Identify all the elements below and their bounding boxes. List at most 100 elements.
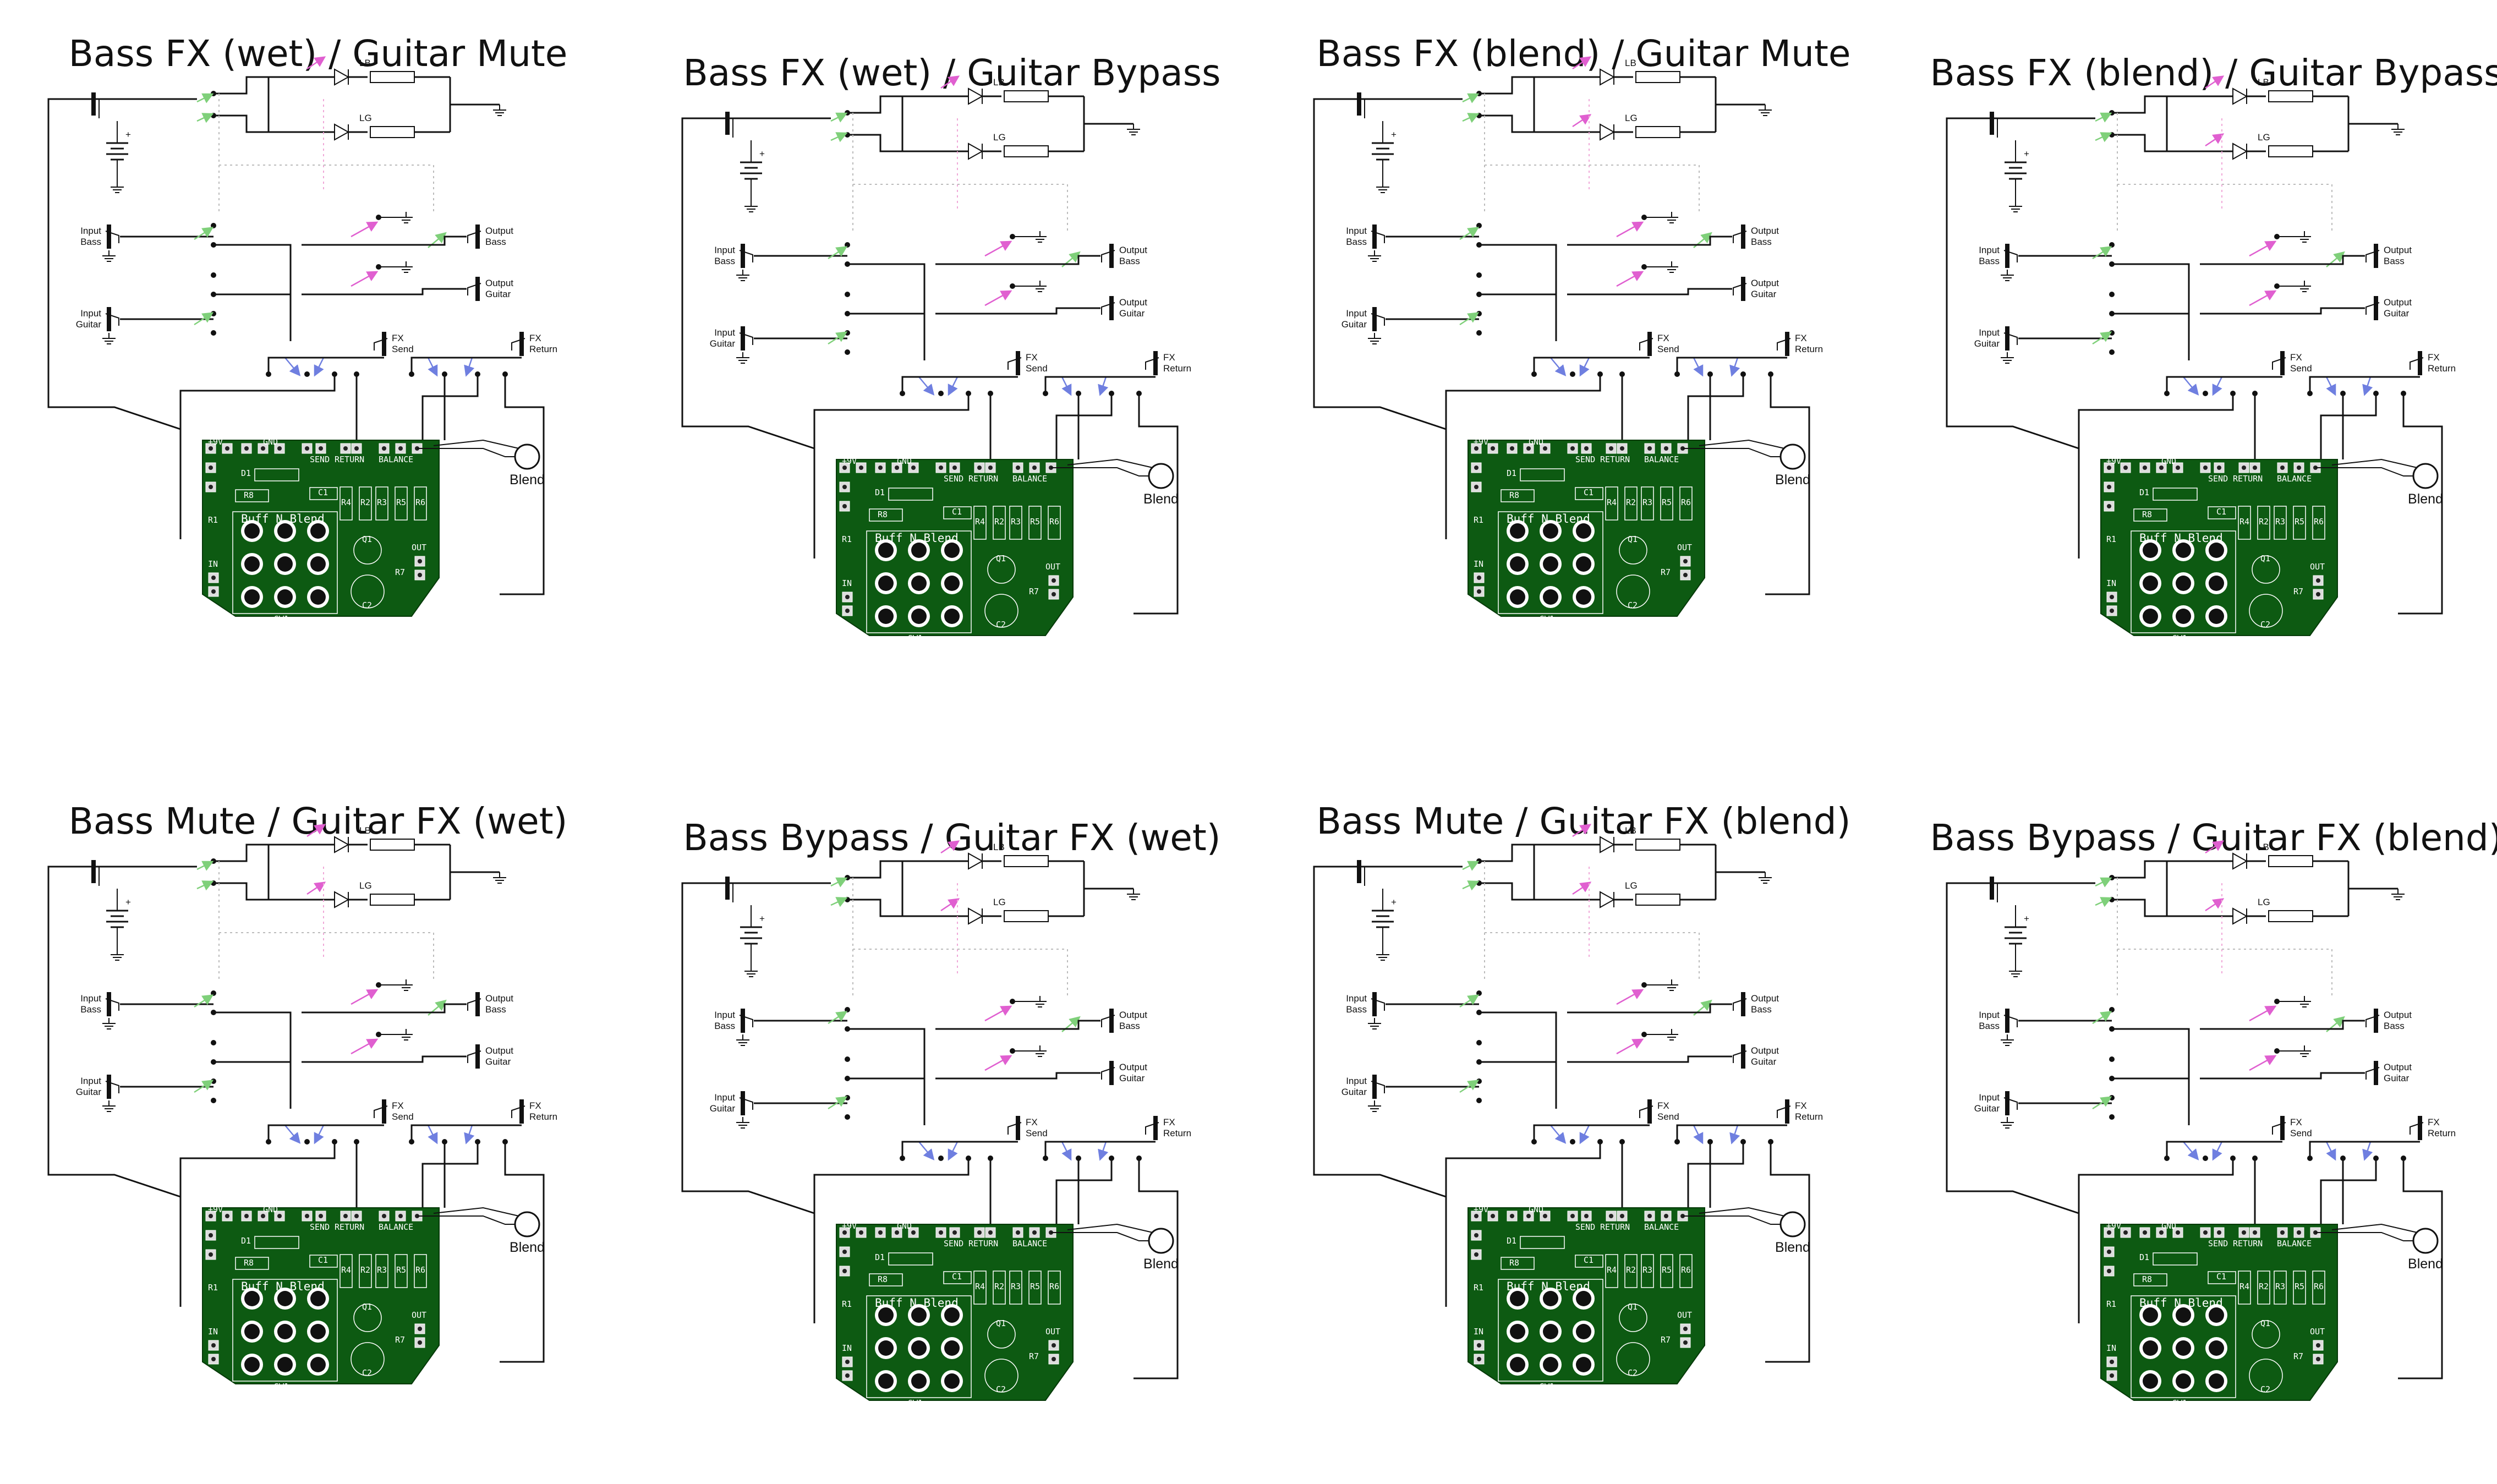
supply-wire [1946, 117, 1991, 300]
led-label: LB [993, 842, 1005, 852]
pcb-r8-outline [1501, 489, 1535, 502]
pcb-pad-hole [1647, 1214, 1652, 1218]
signal-wire [2112, 263, 2190, 360]
switch-lug [2109, 1095, 2115, 1100]
pcb-label-r1: R1 [2106, 1299, 2116, 1309]
jack-tip [2365, 250, 2380, 262]
pcb-label-send: SEND [310, 1222, 330, 1232]
ground-icon [736, 1117, 749, 1129]
jack-sleeve [2005, 326, 2009, 351]
pcb-switch-hole [310, 1291, 326, 1306]
jack-label-line2: Bass [1751, 1004, 1772, 1015]
jack-label-line2: Guitar [1751, 1056, 1777, 1067]
pcb-resistor-outline [1605, 1254, 1618, 1288]
pcb-switch-hole [310, 589, 326, 605]
pcb-out-wire [1687, 1142, 1744, 1208]
jack-label-line1: Output [2384, 245, 2412, 255]
pcb-pad-hole [277, 446, 282, 451]
switch-lug [938, 391, 944, 396]
pot-wire [1051, 1232, 1149, 1241]
pcb-switch-hole [944, 1307, 960, 1323]
pcb-pad-hole [1474, 1233, 1479, 1237]
pcb-resistor-outline [2274, 1271, 2287, 1305]
jack-label-line1: Output [1751, 278, 1779, 288]
pcb-label-r7: R7 [1661, 1335, 1671, 1345]
green-switch-arrow [830, 112, 848, 123]
pcb-pad-hole [398, 446, 403, 451]
pot-wire [2331, 1223, 2418, 1233]
pcb-pad-hole [845, 595, 850, 599]
bass-out-wire [1567, 236, 1732, 246]
resistor-icon [1635, 126, 1680, 138]
pcb-switch-hole [310, 523, 326, 539]
switch-lug [211, 311, 216, 316]
pcb-in-wire [2078, 1158, 2234, 1323]
blend-pot-icon [1051, 458, 1174, 489]
jack-sleeve [1016, 351, 1020, 375]
pcb-pad-hole [2203, 466, 2208, 470]
pcb-pad-hole [1477, 576, 1481, 580]
jack-label-line1: Input [714, 245, 735, 255]
pcb-switch-hole [2209, 1340, 2224, 1356]
pcb-label-q1: Q1 [362, 534, 372, 544]
pcb-c1-outline [1575, 1255, 1603, 1268]
battery-icon [740, 140, 762, 201]
jack-sleeve [519, 332, 524, 356]
jack-label-line2: Bass [1119, 1021, 1140, 1031]
pcb-resistor-outline [2257, 506, 2270, 540]
pcb-pad-hole [2280, 1230, 2285, 1235]
pcb-pad-hole [1052, 1343, 1056, 1348]
jack-tip [1101, 1067, 1115, 1080]
pcb-switch-outline [866, 530, 972, 633]
led-label: LG [993, 897, 1006, 907]
pcb-label-9v: +9V [2106, 1221, 2121, 1231]
pcb-switch-hole [244, 589, 260, 605]
switch-lug [1476, 1098, 1482, 1103]
jack-label-line1: FX [1163, 352, 1175, 363]
pcb-d1-outline [2153, 488, 2198, 501]
pcb-pad-hole [845, 609, 850, 613]
jack-label-line1: FX [1657, 333, 1669, 343]
ground-icon [1033, 281, 1047, 292]
pcb-label-r2: R2 [994, 517, 1004, 527]
pcb-label-c1: C1 [952, 507, 962, 517]
switch-lug [211, 272, 216, 278]
blend-label: Blend [1775, 472, 1810, 488]
pcb-label-c1: C1 [318, 488, 328, 497]
pcb-label-in: IN [2106, 578, 2116, 588]
pcb-pad-hole [2242, 1230, 2246, 1235]
green-switch-arrow [2095, 112, 2112, 123]
pcb-c2-outline [1616, 1342, 1650, 1376]
pcb-label-9v: +9V [208, 437, 223, 447]
pcb-switch-hole [2176, 1307, 2191, 1323]
pcb-label-q1: Q1 [362, 1302, 372, 1312]
pcb-switch-hole [2143, 609, 2158, 624]
jack-tip [2003, 250, 2018, 262]
switch-lug [845, 1007, 850, 1012]
battery-icon [106, 121, 128, 182]
pcb-resistor-outline [1679, 486, 1693, 521]
pcb-label-r1: R1 [208, 1283, 218, 1293]
battery-plus-sign: + [125, 897, 131, 907]
pink-led-arrow [940, 898, 960, 912]
pcb-in-wire [1445, 374, 1601, 539]
switch-lug [211, 1098, 216, 1103]
pcb-label-r8: R8 [1509, 490, 1519, 500]
switch-lug [304, 1139, 310, 1145]
resistor-icon [370, 126, 415, 138]
pcb-switch-hole [277, 1291, 293, 1306]
jack-sleeve [382, 332, 386, 356]
pcb-label-gnd: GND [897, 1221, 912, 1231]
pcb-label-return: RETURN [2233, 1239, 2263, 1248]
pcb-pad-hole [2253, 466, 2257, 470]
pcb-switch-hole [1543, 1291, 1558, 1306]
ground-icon [1759, 105, 1772, 116]
jack-sleeve [2374, 244, 2378, 268]
pcb-pad-hole [418, 559, 422, 563]
green-switch-arrow [830, 132, 848, 143]
supply-wire [681, 1065, 815, 1214]
pink-switch-arrow [984, 1005, 1012, 1022]
